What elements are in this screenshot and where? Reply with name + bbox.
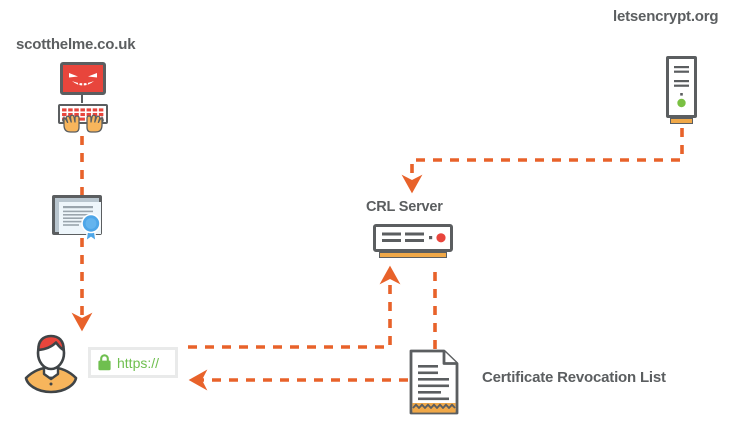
rack-server-icon	[373, 224, 455, 260]
certificate-text-lines-icon	[63, 206, 93, 226]
monitor-stand-icon	[81, 95, 86, 103]
browser-address-bar[interactable]: https://	[88, 347, 178, 378]
certificate-icon	[52, 195, 114, 243]
rack-server-indicators-icon	[382, 232, 446, 243]
evil-face-icon	[69, 73, 97, 86]
tower-server-indicators-icon	[674, 66, 689, 108]
hacker-computer-icon	[52, 62, 114, 134]
typing-hands-icon	[62, 114, 104, 133]
padlock-icon	[98, 354, 111, 371]
label-crl-server: CRL Server	[366, 199, 443, 215]
tower-server-icon	[666, 56, 699, 126]
arrow-ca-to-crl-server	[401, 128, 684, 194]
document-icon	[409, 349, 459, 415]
url-scheme-text: https://	[117, 354, 160, 371]
label-letsencrypt-ca: letsencrypt.org	[613, 8, 719, 25]
user-avatar-icon	[24, 334, 78, 394]
label-certificate-revocation-list: Certificate Revocation List	[482, 369, 666, 386]
label-scotthelme-site: scotthelme.co.uk	[16, 36, 136, 53]
rack-server-base	[379, 252, 447, 258]
certificate-seal-icon	[81, 213, 101, 243]
tower-server-body	[666, 56, 697, 118]
tower-server-base	[670, 118, 693, 124]
arrow-browser-to-crl-server	[188, 265, 401, 349]
monitor-screen-icon	[60, 62, 106, 95]
rack-server-body	[373, 224, 453, 252]
